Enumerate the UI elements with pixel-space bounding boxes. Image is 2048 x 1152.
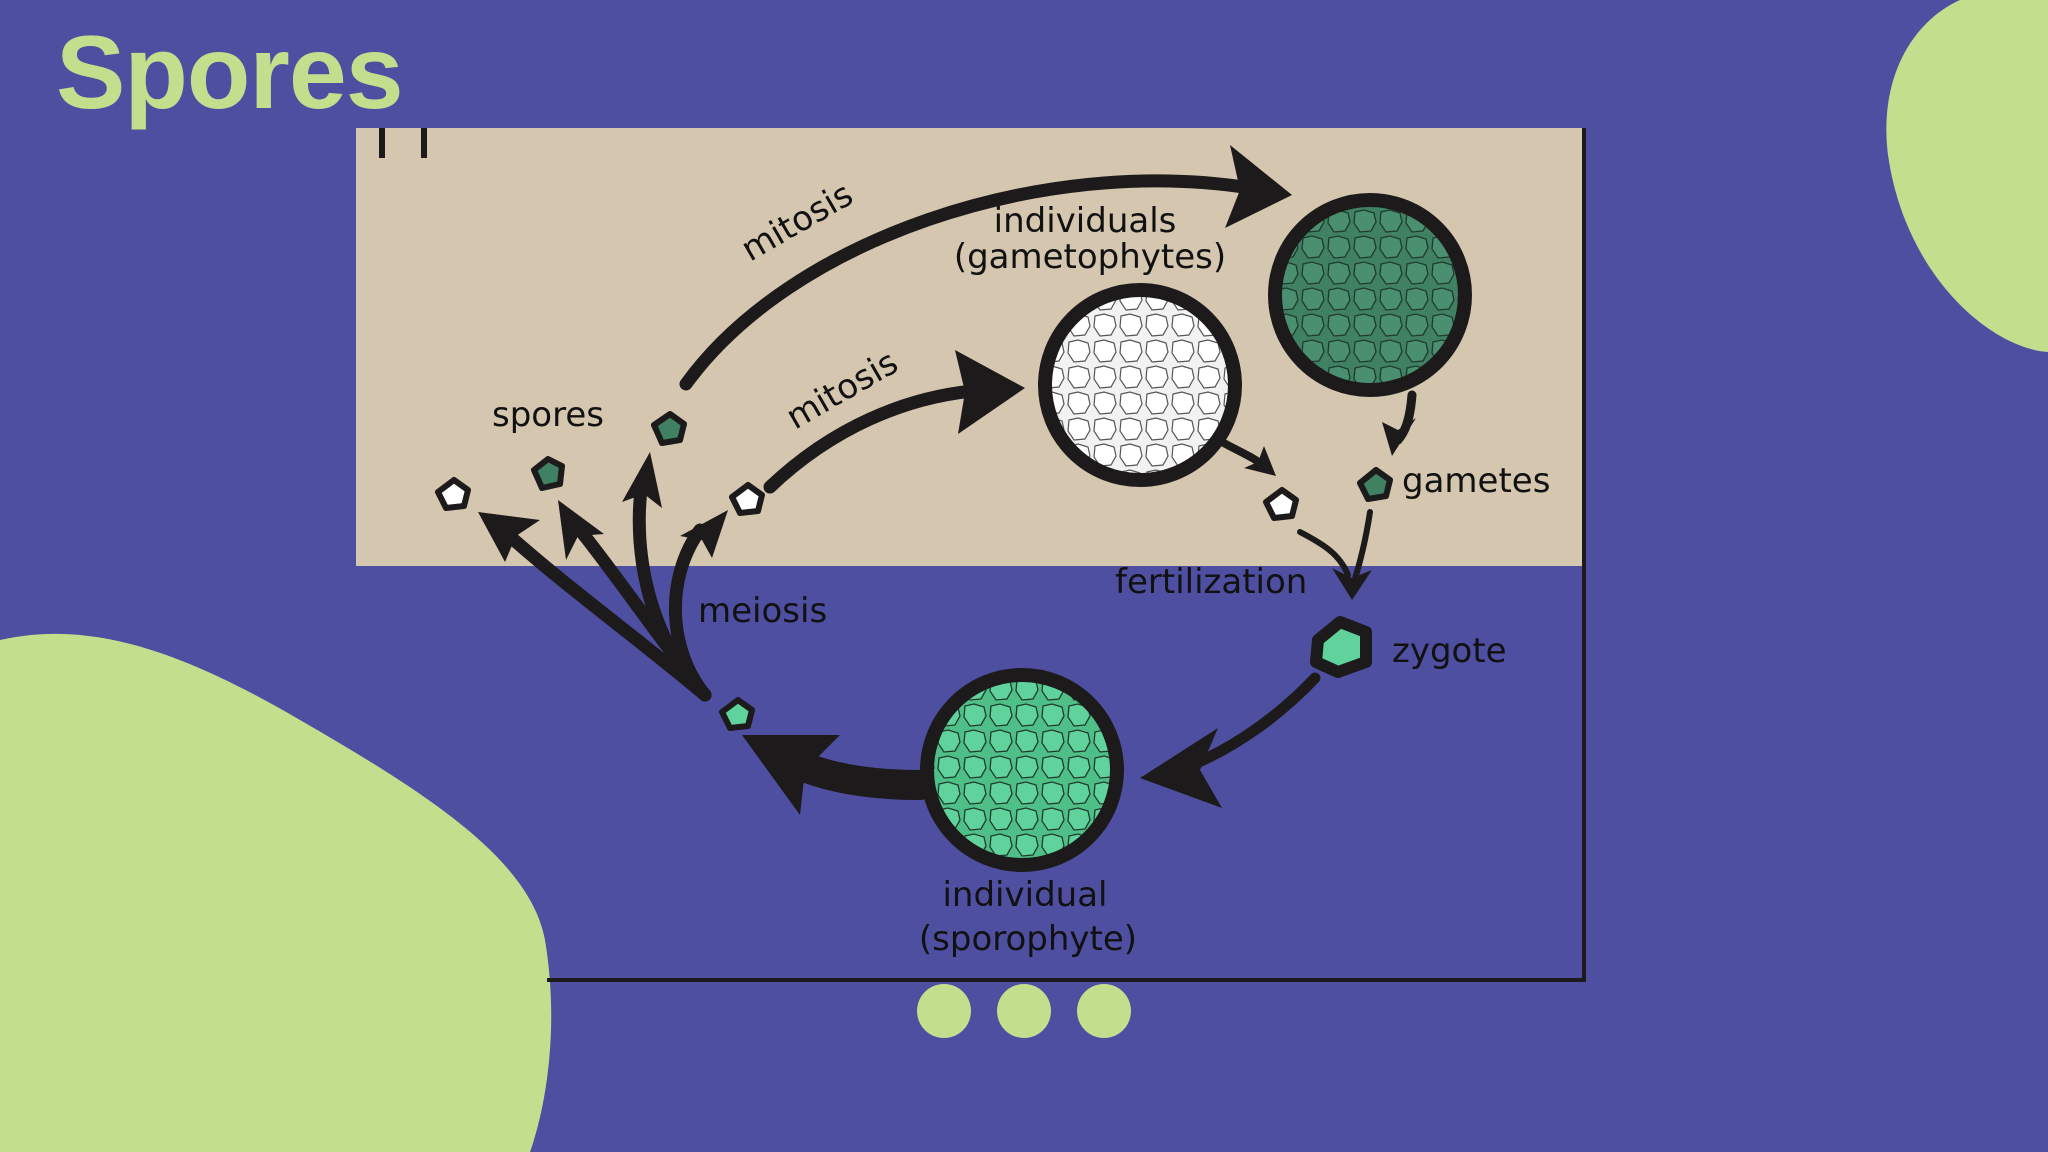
arrowhead-mitosis-mid bbox=[955, 350, 1025, 434]
gametophyte-dark-circle bbox=[1268, 193, 1472, 397]
pagination-dots bbox=[917, 984, 1131, 1038]
label-sporophyte-line1: individual bbox=[942, 875, 1107, 915]
spore-white-left bbox=[435, 477, 471, 511]
arrowhead-mitosis-top bbox=[1225, 145, 1292, 228]
spore-white-right bbox=[729, 482, 765, 516]
meiosis-cell bbox=[719, 697, 755, 731]
arrowhead-fertilization bbox=[1332, 568, 1372, 600]
fertilization-arrow-left bbox=[1297, 529, 1351, 578]
gametophyte-white-circle bbox=[1038, 283, 1242, 487]
label-gametophytes-line2: (gametophytes) bbox=[954, 237, 1226, 277]
zygote-cell bbox=[1310, 616, 1372, 678]
corner-tick-marks bbox=[379, 128, 427, 158]
arrowhead-sporophyte bbox=[742, 735, 840, 815]
page-dot-3[interactable] bbox=[1077, 984, 1131, 1038]
mitosis-top-arrow bbox=[679, 174, 1257, 391]
diagram-frame bbox=[547, 128, 1586, 982]
arrowhead-meiosis-1 bbox=[478, 512, 540, 562]
gamete-dark bbox=[1357, 467, 1393, 502]
label-spores: spores bbox=[492, 395, 604, 435]
mitosis-mid-arrow bbox=[763, 383, 992, 494]
meiosis-arrow-4 bbox=[669, 523, 712, 702]
arrowhead-zygote bbox=[1140, 728, 1222, 808]
label-gametophytes-line1: individuals bbox=[994, 201, 1177, 241]
arrowhead-meiosis-4 bbox=[680, 510, 728, 558]
label-meiosis: meiosis bbox=[698, 591, 827, 631]
page-dot-2[interactable] bbox=[997, 984, 1051, 1038]
arrowhead-meiosis-2 bbox=[558, 500, 604, 560]
spore-dark-1 bbox=[531, 456, 565, 491]
arrowhead-gametophyte bbox=[1382, 418, 1416, 456]
arrowheads bbox=[478, 145, 1416, 815]
label-fertilization: fertilization bbox=[1115, 562, 1307, 602]
label-zygote: zygote bbox=[1392, 631, 1507, 671]
arrowhead-meiosis-3 bbox=[622, 452, 662, 508]
sporophyte-circle bbox=[920, 668, 1124, 872]
slide-title: Spores bbox=[56, 15, 404, 131]
small-cells bbox=[435, 411, 1393, 731]
gamete-white bbox=[1263, 487, 1299, 521]
label-sporophyte-line2: (sporophyte) bbox=[919, 919, 1137, 959]
arrows bbox=[498, 174, 1417, 800]
page-dot-1[interactable] bbox=[917, 984, 971, 1038]
spore-dark-2 bbox=[651, 411, 687, 446]
arrowhead-white-gamete bbox=[1244, 446, 1276, 476]
label-gametes: gametes bbox=[1402, 461, 1550, 501]
